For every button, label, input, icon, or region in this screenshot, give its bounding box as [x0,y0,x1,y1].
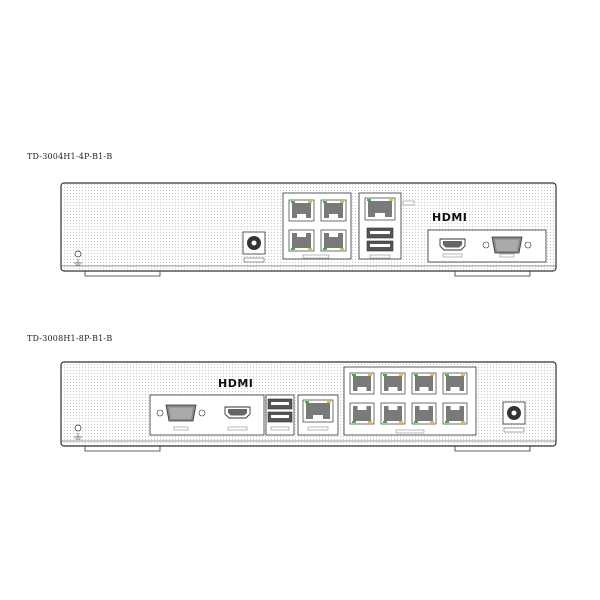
ground-icon [74,250,82,266]
ethernet-port-icon [349,402,375,425]
hdmi-port-icon [439,238,466,258]
usb-port-icon [267,398,293,410]
dc-power-jack-icon [242,231,266,263]
nvr-rear-panel-4ch: HDMI [60,182,557,277]
hdmi-logo: HDMI [432,211,467,224]
nvr-rear-panel-8ch: HDMI [60,361,557,452]
foot-right [454,271,531,277]
model-label-4ch: TD-3004H1-4P-B1-B [27,152,113,161]
ground-icon [74,424,82,440]
poe-port-group [343,366,477,436]
lan-port-group [297,394,339,436]
ethernet-port-icon [320,199,347,222]
ethernet-port-icon [442,402,468,425]
usb-port-icon [366,227,394,239]
poe-port-group [282,192,352,260]
hdmi-logo: HDMI [218,377,253,390]
ethernet-port-icon [442,372,468,395]
ethernet-port-icon [411,402,437,425]
foot-right [454,446,531,452]
lan-usb-group [358,192,415,260]
dc-power-jack-icon [502,401,526,433]
ethernet-port-icon [320,229,347,252]
foot-left [84,271,161,277]
model-label-8ch: TD-3008H1-8P-B1-B [27,334,113,343]
ethernet-port-icon [411,372,437,395]
ethernet-port-icon [288,199,315,222]
ethernet-port-icon [302,399,334,423]
usb-port-icon [267,411,293,423]
vga-port-icon [156,404,206,431]
hdmi-port-icon [224,406,251,431]
ethernet-port-icon [380,372,406,395]
vga-port-icon [482,236,532,258]
ethernet-port-icon [288,229,315,252]
video-output-group [149,394,265,436]
ethernet-port-icon [349,372,375,395]
usb-port-icon [366,240,394,252]
ethernet-port-icon [364,197,396,221]
video-output-group [427,229,547,263]
usb-port-group [265,394,295,436]
foot-left [84,446,161,452]
ethernet-port-icon [380,402,406,425]
